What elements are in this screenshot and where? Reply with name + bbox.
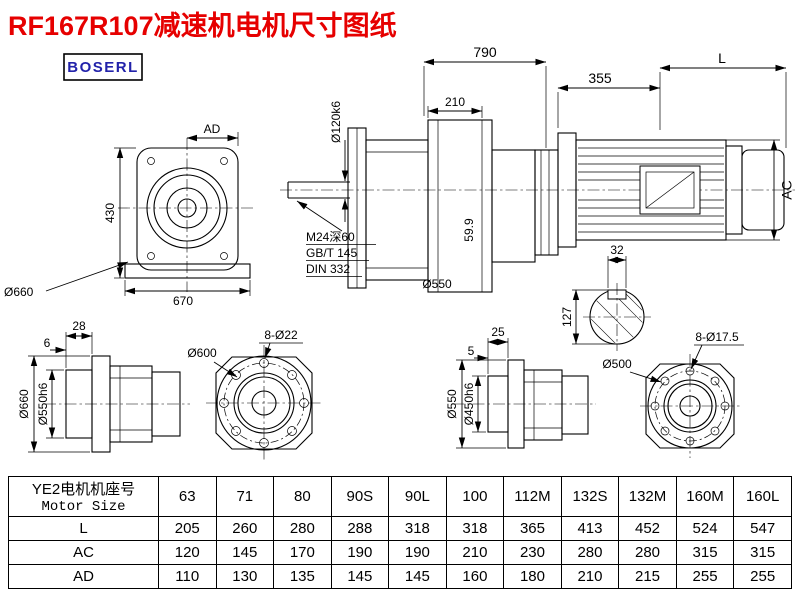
table-cell: 318 <box>445 516 505 541</box>
table-header-cell: 132M <box>618 476 677 517</box>
brand-box: BOSERL <box>63 53 143 81</box>
row-label: AD <box>8 564 159 589</box>
dim-label-std-gb: GB/T 145 <box>306 246 357 260</box>
dim-label-790: 790 <box>473 44 497 60</box>
table-cell: 210 <box>445 540 505 565</box>
dim-label-355: 355 <box>588 70 612 86</box>
table-cell: 210 <box>560 564 620 589</box>
flange-view-right-drawing: Ø500 8-Ø17.5 <box>602 330 744 458</box>
table-cell: 145 <box>330 564 390 589</box>
dim-label-25: 25 <box>491 325 505 339</box>
dim-label-tap-spec: M24深60 <box>306 230 355 244</box>
dim-label-600: Ø600 <box>187 346 217 360</box>
dim-label-32: 32 <box>610 243 624 257</box>
table-cell: 280 <box>618 540 677 565</box>
dim-label-bm-450h6: Ø450h6 <box>462 382 476 425</box>
dim-label-670: 670 <box>173 294 193 308</box>
side-assembly-drawing: 790 210 Ø120k6 M24深60 GB/T 145 DIN 332 5… <box>280 44 795 293</box>
dim-label-28: 28 <box>72 319 86 333</box>
table-cell: 452 <box>618 516 677 541</box>
table-cell: 120 <box>158 540 217 565</box>
table-cell: 288 <box>330 516 390 541</box>
dim-label-ad: AD <box>204 122 221 136</box>
table-cell: 260 <box>215 516 275 541</box>
table-cell: 110 <box>158 564 217 589</box>
table-cell: 280 <box>273 516 332 541</box>
table-cell: 130 <box>215 564 275 589</box>
table-cell: 135 <box>273 564 332 589</box>
table-cell: 180 <box>503 564 562 589</box>
dim-label-bl-660: Ø660 <box>17 389 31 419</box>
dim-label-front-660: Ø660 <box>4 285 34 299</box>
dim-label-430: 430 <box>103 203 117 223</box>
table-header-cell: 90S <box>330 476 390 517</box>
table-cell: 205 <box>158 516 217 541</box>
table-header-motor-size: YE2电机机座号 Motor Size <box>8 476 159 517</box>
dim-label-5: 5 <box>468 344 475 358</box>
foot-view-right-drawing: Ø550 Ø450h6 25 5 <box>445 325 596 449</box>
table-header-en: Motor Size <box>41 499 126 515</box>
row-label: AC <box>8 540 159 565</box>
table-header-cell: 80 <box>273 476 332 517</box>
table-header-cell: 160L <box>733 476 792 517</box>
table-header-cn: YE2电机机座号 <box>31 481 136 498</box>
front-view-drawing: AD 430 670 Ø660 <box>4 122 256 308</box>
dim-label-flange-550: Ø550 <box>422 277 452 291</box>
table-header-cell: 160M <box>675 476 735 517</box>
section-hatching <box>591 291 643 343</box>
dim-label-210: 210 <box>445 95 465 109</box>
dimension-drawing: BOSERL AD 430 670 Ø660 <box>4 44 795 461</box>
table-cell: 145 <box>215 540 275 565</box>
flange-view-left-drawing: Ø600 8-Ø22 <box>187 328 322 461</box>
table-header-cell: 90L <box>388 476 447 517</box>
dim-label-8x175: 8-Ø17.5 <box>695 330 739 344</box>
table-cell: 170 <box>273 540 332 565</box>
table-cell: 547 <box>733 516 792 541</box>
table-header-cell: 100 <box>445 476 505 517</box>
motor-size-table: YE2电机机座号 Motor Size 63 71 80 90S 90L 100… <box>8 476 792 589</box>
dim-label-8x22: 8-Ø22 <box>264 328 298 342</box>
dim-label-L: L <box>718 50 726 66</box>
table-row-L: L 205 260 280 288 318 318 365 413 452 52… <box>8 516 792 541</box>
table-cell: 255 <box>733 564 792 589</box>
table-cell: 145 <box>388 564 447 589</box>
dim-label-127: 127 <box>560 307 574 327</box>
table-header-cell: 63 <box>158 476 217 517</box>
table-cell: 413 <box>560 516 620 541</box>
table-cell: 215 <box>618 564 677 589</box>
dim-label-6: 6 <box>44 336 51 350</box>
shaft-section-drawing: 32 127 <box>560 243 651 351</box>
dim-label-shaft-dia: Ø120k6 <box>329 101 343 143</box>
table-row-AC: AC 120 145 170 190 190 210 230 280 280 3… <box>8 540 792 565</box>
table-cell: 280 <box>560 540 620 565</box>
dim-label-AC: AC <box>779 180 795 199</box>
table-header-cell: 112M <box>503 476 562 517</box>
table-cell: 230 <box>503 540 562 565</box>
table-cell: 524 <box>675 516 735 541</box>
table-header-cell: 132S <box>560 476 620 517</box>
table-cell: 255 <box>675 564 735 589</box>
dim-label-bm-550: Ø550 <box>445 389 459 419</box>
table-cell: 315 <box>675 540 735 565</box>
table-header-row: YE2电机机座号 Motor Size 63 71 80 90S 90L 100… <box>8 476 792 517</box>
dim-label-bl-550h6: Ø550h6 <box>36 382 50 425</box>
table-header-cell: 71 <box>215 476 275 517</box>
table-cell: 190 <box>330 540 390 565</box>
table-cell: 318 <box>388 516 447 541</box>
table-cell: 160 <box>445 564 505 589</box>
foot-view-left-drawing: Ø660 Ø550h6 28 6 <box>17 319 190 453</box>
brand-label: BOSERL <box>67 59 139 76</box>
table-cell: 365 <box>503 516 562 541</box>
page-title: RF167R107减速机电机尺寸图纸 <box>8 11 397 41</box>
row-label: L <box>8 516 159 541</box>
dim-label-500: Ø500 <box>602 357 632 371</box>
table-row-AD: AD 110 130 135 145 145 160 180 210 215 2… <box>8 564 792 589</box>
dim-label-key-height: 59.9 <box>462 218 476 242</box>
table-cell: 315 <box>733 540 792 565</box>
table-cell: 190 <box>388 540 447 565</box>
dim-label-std-din: DIN 332 <box>306 262 350 276</box>
